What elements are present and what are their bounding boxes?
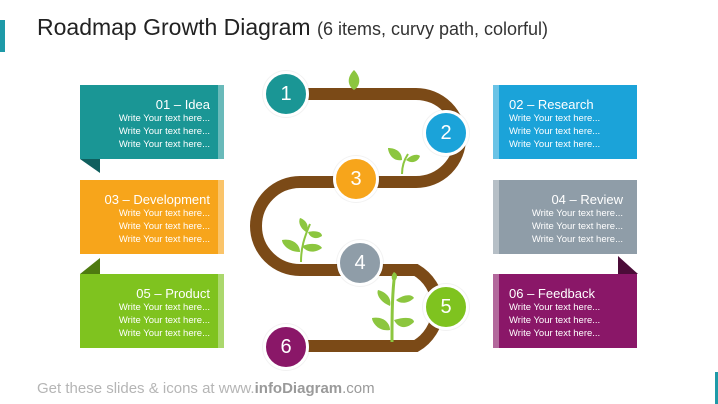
card-feedback-fold (618, 256, 638, 274)
footer-link[interactable]: infoDiagram.com (255, 380, 375, 397)
footer-suffix: .com (342, 380, 375, 397)
card-feedback-line-1: Write Your text here... (509, 302, 601, 313)
card-idea-title: 01 – Idea (155, 97, 210, 112)
card-feedback: 06 – Feedback Write Your text here... Wr… (493, 274, 637, 348)
step-6-number: 6 (280, 336, 292, 358)
step-2-number: 2 (440, 122, 452, 144)
card-feedback-title: 06 – Feedback (509, 286, 596, 301)
card-review-line-1: Write Your text here... (531, 208, 623, 219)
subtitle-text: (6 items, curvy path, colorful) (316, 19, 549, 39)
card-idea-line-2: Write Your text here... (118, 126, 210, 137)
card-research-line-2: Write Your text here... (509, 126, 601, 137)
right-accent-bar (715, 372, 718, 404)
card-development-line-2: Write Your text here... (118, 221, 210, 232)
step-3-marker: 3 (333, 156, 379, 202)
card-development-line-1: Write Your text here... (118, 208, 210, 219)
card-development-line-3: Write Your text here... (118, 234, 210, 245)
card-research-title: 02 – Research (509, 97, 594, 112)
card-review-line-2: Write Your text here... (531, 221, 623, 232)
card-edge (218, 85, 224, 159)
card-feedback-line-3: Write Your text here... (509, 328, 601, 339)
step-3-number: 3 (350, 168, 362, 190)
card-research-line-3: Write Your text here... (509, 139, 601, 150)
sprout-large-icon (372, 272, 414, 343)
step-1-marker: 1 (263, 71, 309, 117)
card-product-line-3: Write Your text here... (118, 328, 210, 339)
card-idea-line-3: Write Your text here... (118, 139, 210, 150)
step-2-marker: 2 (423, 110, 469, 156)
sprout-small-icon (388, 148, 420, 175)
card-product-line-2: Write Your text here... (118, 315, 210, 326)
card-review-title: 04 – Review (551, 192, 623, 207)
card-development: 03 – Development Write Your text here...… (80, 180, 224, 254)
card-review-line-3: Write Your text here... (531, 234, 623, 245)
card-edge (493, 85, 499, 159)
card-research-line-1: Write Your text here... (509, 113, 601, 124)
card-product-title: 05 – Product (136, 286, 210, 301)
footer-brand: infoDiagram (254, 380, 343, 397)
page-title: Roadmap Growth Diagram (6 items, curvy p… (37, 14, 548, 41)
card-product-line-1: Write Your text here... (118, 302, 210, 313)
card-idea-line-1: Write Your text here... (118, 113, 210, 124)
card-edge (218, 180, 224, 254)
title-accent-bar (0, 20, 5, 52)
card-development-title: 03 – Development (104, 192, 210, 207)
step-1-number: 1 (280, 83, 292, 105)
top-leaf-icon (348, 70, 360, 90)
card-research: 02 – Research Write Your text here... Wr… (493, 85, 637, 159)
step-5-marker: 5 (423, 284, 469, 330)
sprout-medium-icon (282, 218, 322, 263)
card-idea-fold (80, 159, 100, 173)
footer-credit: Get these slides & icons at www.infoDiag… (37, 380, 375, 397)
card-idea: 01 – Idea Write Your text here... Write … (80, 85, 224, 159)
step-6-marker: 6 (263, 324, 309, 370)
card-product-fold (80, 258, 100, 274)
footer-prefix: Get these slides & icons at www. (37, 380, 255, 397)
card-review: 04 – Review Write Your text here... Writ… (493, 180, 637, 254)
card-edge (218, 274, 224, 348)
step-5-number: 5 (440, 296, 452, 318)
card-edge (493, 274, 499, 348)
card-product: 05 – Product Write Your text here... Wri… (80, 274, 224, 348)
step-4-number: 4 (354, 252, 366, 274)
step-4-marker: 4 (337, 240, 383, 286)
card-edge (493, 180, 499, 254)
card-feedback-line-2: Write Your text here... (509, 315, 601, 326)
title-text: Roadmap Growth Diagram (37, 14, 311, 40)
